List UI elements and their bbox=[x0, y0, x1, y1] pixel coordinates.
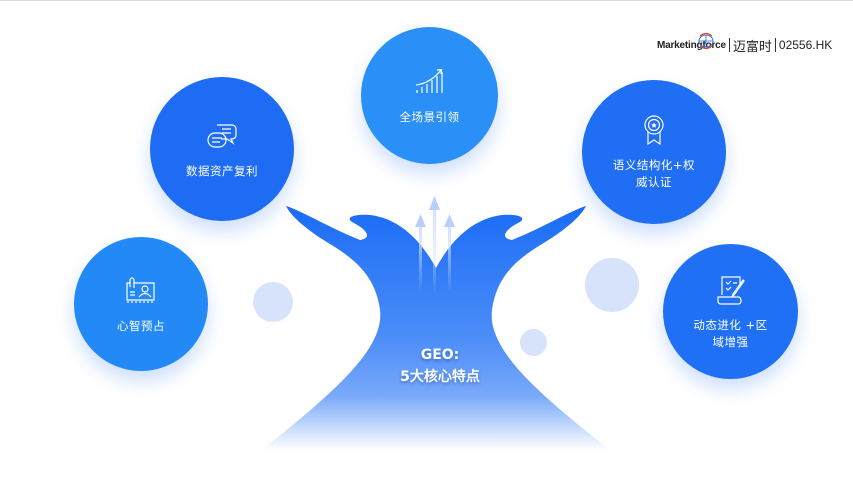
decorative-dot bbox=[253, 282, 293, 322]
logo-divider bbox=[774, 38, 776, 52]
top-border bbox=[0, 0, 853, 1]
feature-full-scenario-leading: 全场景引领 bbox=[361, 27, 498, 164]
logo-divider bbox=[728, 38, 730, 52]
decorative-dot bbox=[520, 329, 547, 356]
feature-label: 全场景引领 bbox=[399, 110, 460, 124]
center-title: GEO: 5大核心特点 bbox=[380, 344, 500, 388]
company-logo: Marketingforce 迈富时 02556.HK bbox=[657, 32, 833, 55]
stock-code: 02556.HK bbox=[778, 38, 833, 52]
feature-semantic-structure-authority: 语义结构化+权威认证 bbox=[582, 80, 726, 224]
id-card-icon bbox=[126, 276, 155, 303]
document-edit-icon bbox=[716, 275, 745, 305]
feature-label: 语义结构化+权威认证 bbox=[612, 158, 696, 189]
upward-arrows-icon bbox=[415, 196, 455, 295]
chinese-name: 迈富时 bbox=[732, 39, 772, 55]
chat-bubbles-icon bbox=[207, 123, 237, 148]
feature-mindshare-preemption: 心智预占 bbox=[74, 237, 208, 371]
feature-label: 数据资产复利 bbox=[186, 163, 258, 178]
globe-icon bbox=[698, 32, 714, 50]
geo-label: GEO: bbox=[420, 347, 460, 363]
feature-label: 心智预占 bbox=[117, 318, 165, 333]
geo-subtitle: 5大核心特点 bbox=[400, 369, 480, 385]
feature-dynamic-evolution-regional: 动态进化 +区域增强 bbox=[663, 244, 798, 379]
growth-chart-icon bbox=[415, 68, 443, 93]
feature-data-asset-compounding: 数据资产复利 bbox=[150, 77, 294, 221]
brand-name: Marketingforce bbox=[657, 39, 726, 51]
feature-label: 动态进化 +区域增强 bbox=[693, 317, 768, 349]
tree-shape bbox=[262, 206, 610, 450]
award-medal-icon bbox=[644, 115, 664, 146]
decorative-dot bbox=[585, 258, 639, 312]
